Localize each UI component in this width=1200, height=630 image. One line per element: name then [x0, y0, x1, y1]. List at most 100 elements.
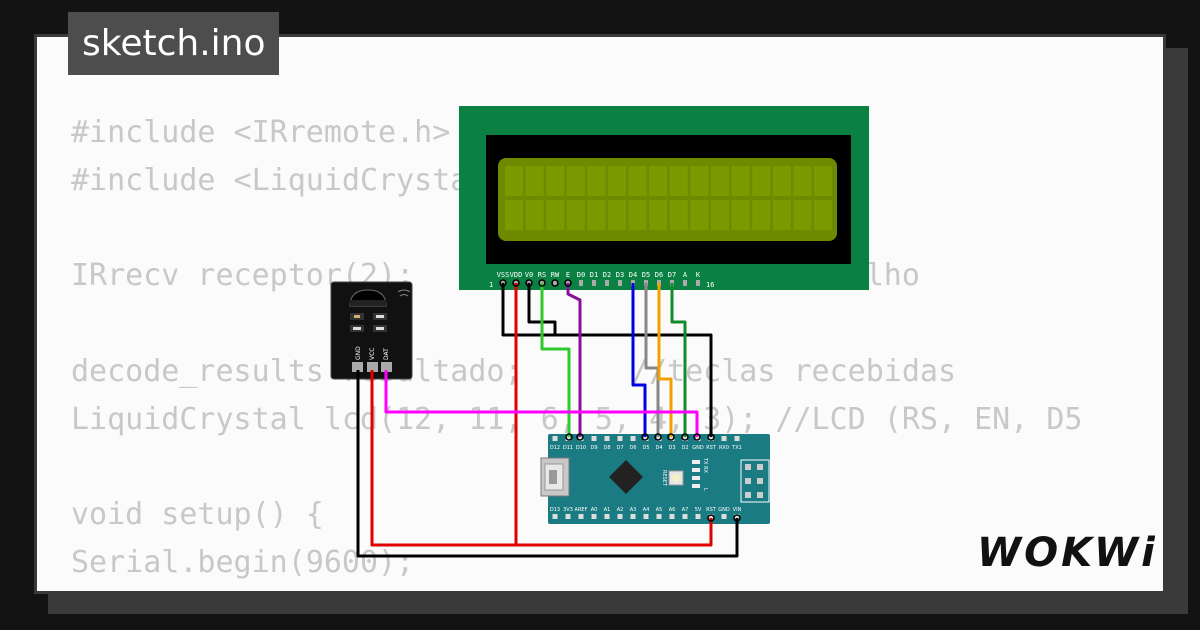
- wires: [356, 283, 739, 558]
- lcd-pin: [579, 280, 583, 286]
- wire-lcd-vss-gnd: [501, 283, 713, 437]
- lcd-cell: [566, 200, 585, 230]
- lcd-pin-label: D7: [668, 271, 676, 279]
- nano-top-label: D10: [576, 445, 586, 451]
- nano-bottom-label: 5V: [695, 507, 702, 513]
- wokwi-logo: WOKWi: [977, 530, 1155, 576]
- nano-pin: [682, 514, 688, 519]
- lcd-pin-label: D3: [616, 271, 624, 279]
- lcd-pin-label: D2: [603, 271, 611, 279]
- code-line: void setup() {: [71, 497, 324, 533]
- wire-lcd-rs-d12: [540, 283, 571, 437]
- nano-top-label: D12: [550, 445, 560, 451]
- lcd-cell: [711, 166, 729, 196]
- lcd-pin-label: A: [683, 271, 688, 279]
- lcd-pin: [553, 280, 557, 286]
- lcd-pin-first: 1: [489, 281, 493, 289]
- wire-ends: [499, 279, 741, 522]
- ir-pin-label: DAT: [383, 348, 390, 360]
- wire-lcd-vdd-5v: [514, 283, 713, 547]
- nano-pin: [682, 436, 688, 441]
- ir-receiver[interactable]: GND VCC DAT: [330, 281, 413, 380]
- nano-pin: [578, 436, 584, 441]
- nano-pin: [708, 436, 714, 441]
- lcd-cell: [731, 166, 750, 196]
- nano-pin: [630, 436, 636, 441]
- nano-pin: [630, 514, 636, 519]
- nano-bottom-pins: [552, 514, 740, 519]
- nano-pin: [721, 436, 727, 441]
- nano-board: [548, 434, 770, 524]
- wire-lcd-d4-d6: [631, 283, 647, 437]
- nano-leds: [692, 460, 700, 488]
- wire-lcd-d6-d4: [657, 283, 673, 437]
- lcd-pin-label: D4: [629, 271, 637, 279]
- nano-pin: [708, 514, 714, 519]
- nano-pin: [695, 436, 701, 441]
- lcd-pin-last: 16: [706, 281, 714, 289]
- lcd-pin-label: D6: [655, 271, 663, 279]
- lcd-pin-label: V0: [525, 271, 533, 279]
- nano-pin: [643, 514, 649, 519]
- lcd-pin: [683, 280, 687, 286]
- nano-top-label: D8: [603, 445, 610, 451]
- lcd-pin-label: K: [696, 271, 701, 279]
- nano-pin: [591, 514, 597, 519]
- lcd-cell: [525, 166, 544, 196]
- nano-pin: [617, 436, 623, 441]
- wire-lcd-d7-d3: [670, 283, 687, 437]
- lcd-cell: [608, 200, 626, 230]
- nano-pin: [617, 514, 623, 519]
- ir-sensor-body: [350, 300, 386, 306]
- nano-top-label: GND: [692, 445, 704, 451]
- nano-bottom-label: AREF: [575, 507, 588, 513]
- lcd-cell: [793, 166, 812, 196]
- nano-top-label: D3: [668, 445, 675, 451]
- wire-ir-dat-d2: [384, 370, 699, 437]
- lcd-pin-label: RS: [538, 271, 546, 279]
- nano-bottom-label: VIN: [733, 507, 742, 513]
- nano-pin: [643, 436, 649, 441]
- nano-bottom-label: 3V3: [563, 507, 573, 513]
- wokwi-logo-text: WOKWi: [977, 530, 1155, 576]
- nano-top-label: RST: [706, 445, 717, 451]
- lcd-cell: [649, 166, 668, 196]
- lcd-cell: [587, 166, 606, 196]
- nano-bottom-label: RST: [706, 507, 717, 513]
- lcd-cell: [814, 200, 832, 230]
- nano-pin: [552, 436, 558, 441]
- lcd-character-cells: [505, 166, 832, 230]
- lcd-cell: [690, 200, 709, 230]
- reset-button[interactable]: [668, 470, 684, 486]
- lcd-cell: [649, 200, 668, 230]
- nano-pin: [656, 436, 662, 441]
- lcd-cell: [772, 166, 791, 196]
- nano-bottom-label: A6: [669, 507, 676, 513]
- nano-bottom-label: A7: [682, 507, 689, 513]
- ir-pin-label: VCC: [369, 348, 376, 360]
- ir-pin-labels: GND VCC DAT: [355, 346, 390, 360]
- lcd-cell: [546, 166, 565, 196]
- ir-signal-icon: [397, 289, 411, 297]
- lcd-pin: [618, 280, 622, 286]
- nano-pin: [578, 514, 584, 519]
- lcd-pin-label: VDD: [510, 271, 523, 279]
- lcd-pin-label: D1: [590, 271, 598, 279]
- microcontroller-chip: [609, 460, 643, 494]
- lcd-cell: [525, 200, 544, 230]
- ir-pin-label: GND: [355, 346, 362, 360]
- lcd-pin-label: E: [566, 271, 570, 279]
- lcd-cell: [752, 166, 771, 196]
- lcd-pin-label: RW: [551, 271, 560, 279]
- lcd-cell: [669, 200, 688, 230]
- nano-bottom-label: A2: [617, 507, 624, 513]
- lcd-cell: [566, 166, 585, 196]
- nano-pin: [734, 436, 740, 441]
- wire-ir-gnd: [356, 370, 739, 558]
- nano-bottom-label: A0: [591, 507, 598, 513]
